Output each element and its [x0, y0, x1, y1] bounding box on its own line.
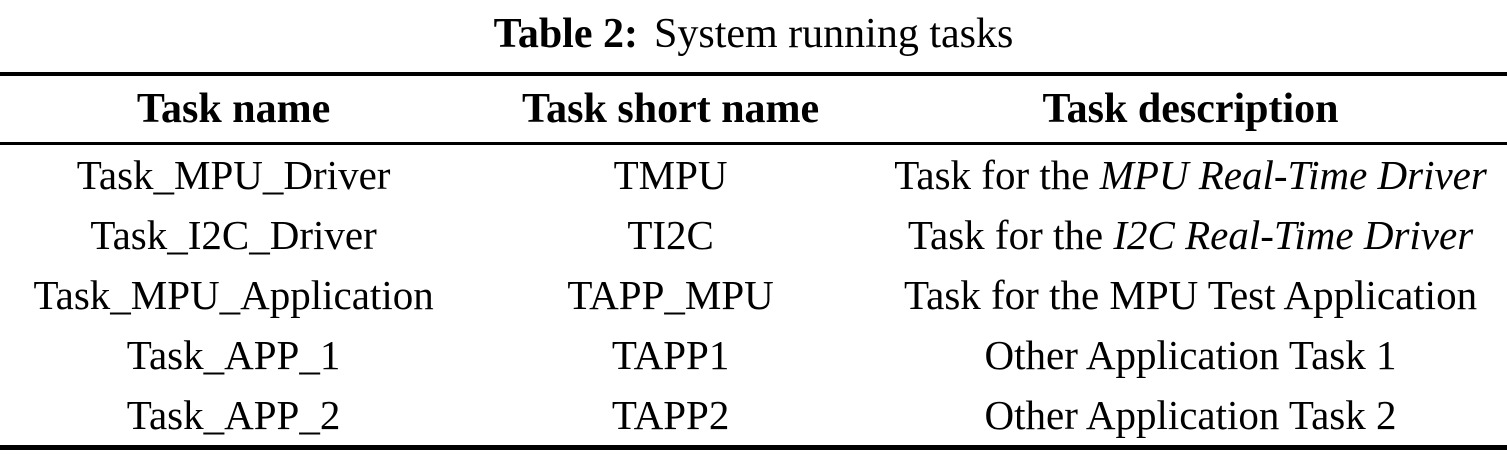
task-description-cell: Other Application Task 2 — [874, 385, 1507, 448]
task-name-cell: Task_MPU_Application — [33, 272, 434, 318]
task-description-cell: Other Application Task 1 — [874, 325, 1507, 385]
column-header-task-short-name: Task short name — [467, 74, 875, 145]
task-short-name-cell: TMPU — [613, 152, 728, 198]
caption-text: System running tasks — [653, 11, 1014, 57]
column-header-task-name: Task name — [0, 74, 468, 145]
description-text: Task for the — [894, 152, 1100, 198]
description-text: Task for the MPU Test Application — [903, 272, 1478, 318]
task-description-cell: Task for the I2C Real-Time Driver — [874, 205, 1507, 265]
description-text: Other Application Task 2 — [984, 392, 1397, 438]
task-name-cell: Task_APP_2 — [126, 392, 341, 438]
table-row: Task_MPU_Application TAPP_MPU Task for t… — [0, 265, 1507, 325]
task-short-name-cell: TI2C — [627, 212, 714, 258]
task-name-cell: Task_MPU_Driver — [76, 152, 391, 198]
task-description-cell: Task for the MPU Test Application — [874, 265, 1507, 325]
table-row: Task_APP_1 TAPP1 Other Application Task … — [0, 325, 1507, 385]
tasks-table: Task name Task short name Task descripti… — [0, 72, 1507, 450]
task-short-name-cell: TAPP_MPU — [567, 272, 774, 318]
table-row: Task_APP_2 TAPP2 Other Application Task … — [0, 385, 1507, 448]
task-name-cell: Task_APP_1 — [126, 332, 341, 378]
description-text: Task for the — [907, 212, 1114, 258]
table-row: Task_I2C_Driver TI2C Task for the I2C Re… — [0, 205, 1507, 265]
task-short-name-cell: TAPP1 — [611, 332, 730, 378]
table-row: Task_MPU_Driver TMPU Task for the MPU Re… — [0, 144, 1507, 206]
task-short-name-cell: TAPP2 — [611, 392, 730, 438]
table-caption: Table 2: System running tasks — [0, 0, 1507, 72]
description-text: Other Application Task 1 — [984, 332, 1397, 378]
column-header-task-description: Task description — [874, 74, 1507, 145]
description-italic-text: MPU Real-Time Driver — [1099, 152, 1487, 198]
task-description-cell: Task for the MPU Real-Time Driver — [874, 144, 1507, 206]
description-italic-text: I2C Real-Time Driver — [1113, 212, 1474, 258]
caption-label: Table 2: — [493, 11, 638, 57]
task-name-cell: Task_I2C_Driver — [90, 212, 377, 258]
header-row: Task name Task short name Task descripti… — [0, 74, 1507, 145]
